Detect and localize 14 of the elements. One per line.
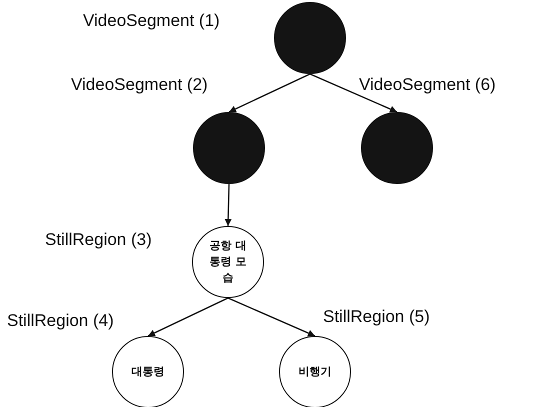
- segment-label: VideoSegment (6): [359, 75, 496, 95]
- segment-label: StillRegion (3): [45, 230, 152, 250]
- segment-label: StillRegion (5): [323, 307, 430, 327]
- node-text: 대통령: [130, 364, 166, 380]
- arrow: [310, 73, 398, 113]
- node-text: 공항 대통령 모습: [208, 238, 248, 286]
- arrow: [148, 297, 228, 337]
- arrow: [228, 297, 316, 337]
- segment-label: VideoSegment (1): [83, 11, 220, 31]
- arrow: [228, 73, 310, 113]
- segment-label: VideoSegment (2): [71, 75, 208, 95]
- arrow: [224, 184, 232, 226]
- segment-label: StillRegion (4): [7, 311, 114, 331]
- node-text: 비행기: [298, 364, 332, 380]
